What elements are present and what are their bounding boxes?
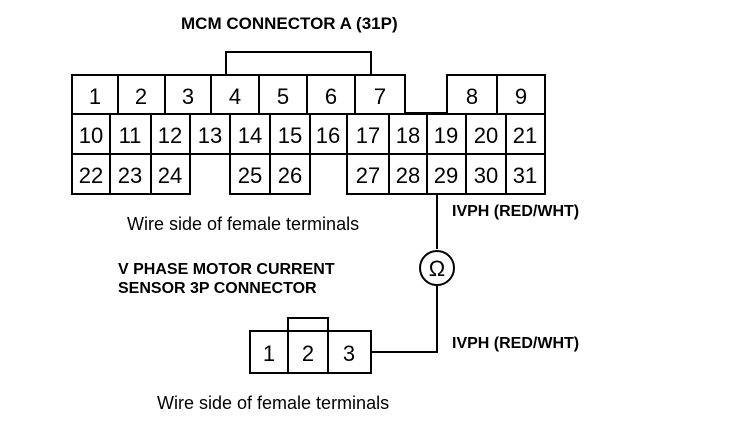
mcm-cell: [505, 153, 546, 195]
sensor-connector: 1 2 3: [249, 317, 372, 374]
mcm-pin-label: 21: [513, 123, 537, 148]
mcm-pin-label: 23: [118, 163, 142, 188]
mcm-cell: [309, 113, 348, 155]
mcm-cell: [346, 153, 390, 195]
mcm-side-label: Wire side of female terminals: [127, 214, 359, 234]
mcm-lock-tab: [225, 51, 372, 75]
mcm-cell: [306, 74, 356, 115]
mcm-row-2-labels: 10 11 12 13 14 15 16 17 18 19 20 21: [79, 123, 537, 148]
mcm-cell: [210, 74, 260, 115]
mcm-pin-label: 31: [513, 163, 537, 188]
mcm-pin-label: 10: [79, 123, 103, 148]
mcm-pin-label: 4: [229, 84, 241, 109]
mcm-cell: [354, 74, 406, 115]
mcm-cell: [229, 153, 271, 195]
mcm-pin-label: 18: [396, 123, 420, 148]
mcm-pin-label: 29: [434, 163, 458, 188]
mcm-pin-label: 25: [238, 163, 262, 188]
mcm-pin-label: 20: [474, 123, 498, 148]
mcm-pin-label: 24: [158, 163, 182, 188]
mcm-pin-label: 28: [396, 163, 420, 188]
wire-segment-bottom: [371, 285, 438, 353]
mcm-connector-title: MCM CONNECTOR A (31P): [181, 14, 398, 33]
mcm-pin-label: 30: [474, 163, 498, 188]
mcm-cell: [426, 113, 467, 155]
sensor-connector-body: [249, 330, 372, 374]
mcm-pin-label: 22: [79, 163, 103, 188]
mcm-cell: [269, 153, 311, 195]
mcm-pin-label: 1: [89, 84, 101, 109]
mcm-row-1: [71, 74, 546, 115]
wire-bottom-label: IVPH (RED/WHT): [452, 335, 579, 352]
mcm-cell: [388, 153, 428, 195]
mcm-row-3-labels: 22 23 24 25 26 27 28 29 30 31: [79, 163, 537, 188]
mcm-pin-label: 2: [135, 84, 147, 109]
sensor-title-line2: SENSOR 3P CONNECTOR: [118, 280, 317, 297]
mcm-pin-label: 14: [238, 123, 262, 148]
mcm-cell: [150, 153, 191, 195]
mcm-pin-label: 19: [434, 123, 458, 148]
mcm-pin-label: 13: [198, 123, 222, 148]
mcm-cell: [465, 153, 507, 195]
mcm-pin-label: 6: [325, 84, 337, 109]
sensor-pin-label: 1: [263, 341, 275, 366]
mcm-pin-label: 7: [374, 84, 386, 109]
mcm-pin-label: 5: [277, 84, 289, 109]
mcm-pin-label: 3: [182, 84, 194, 109]
mcm-cell: [164, 74, 212, 115]
mcm-pin-label: 16: [316, 123, 340, 148]
sensor-pin-label: 3: [343, 341, 355, 366]
mcm-row-3: [71, 153, 546, 195]
mcm-pin-label: 8: [466, 84, 478, 109]
mcm-pin-label: 27: [356, 163, 380, 188]
mcm-pin-label: 17: [356, 123, 380, 148]
wire-top-label: IVPH (RED/WHT): [452, 203, 579, 220]
mcm-pin-label: 11: [119, 123, 142, 148]
mcm-pin-label: 12: [158, 123, 182, 148]
mcm-row-1-labels: 1 2 3 4 5 6 7 8 9: [89, 84, 527, 109]
sensor-lock-tab: [287, 317, 329, 333]
sensor-title-line1: V PHASE MOTOR CURRENT: [118, 261, 335, 278]
mcm-pin-label: 15: [278, 123, 302, 148]
mcm-pin-label: 9: [515, 84, 527, 109]
mcm-cell: [505, 113, 546, 155]
sensor-side-label: Wire side of female terminals: [157, 393, 389, 413]
ohmmeter-icon: Ω: [419, 250, 455, 286]
mcm-pin-label: 26: [278, 163, 302, 188]
ohm-symbol: Ω: [429, 256, 445, 281]
sensor-pin-label: 2: [302, 341, 314, 366]
